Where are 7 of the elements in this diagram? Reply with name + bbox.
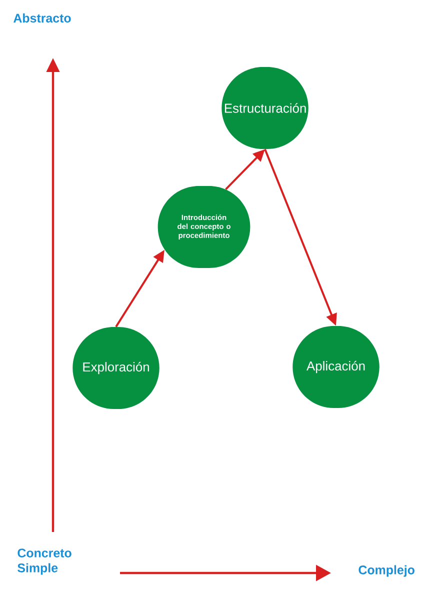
process-box: Aplicación: [292, 326, 380, 408]
axis-label: Abstracto: [14, 13, 71, 23]
axis-label: Concreto: [18, 548, 72, 558]
process-box: Exploración: [72, 327, 160, 409]
axis-label: Simple: [18, 563, 58, 575]
process-box: Estructuración: [222, 67, 308, 149]
axis-label: Complejo: [358, 565, 414, 577]
